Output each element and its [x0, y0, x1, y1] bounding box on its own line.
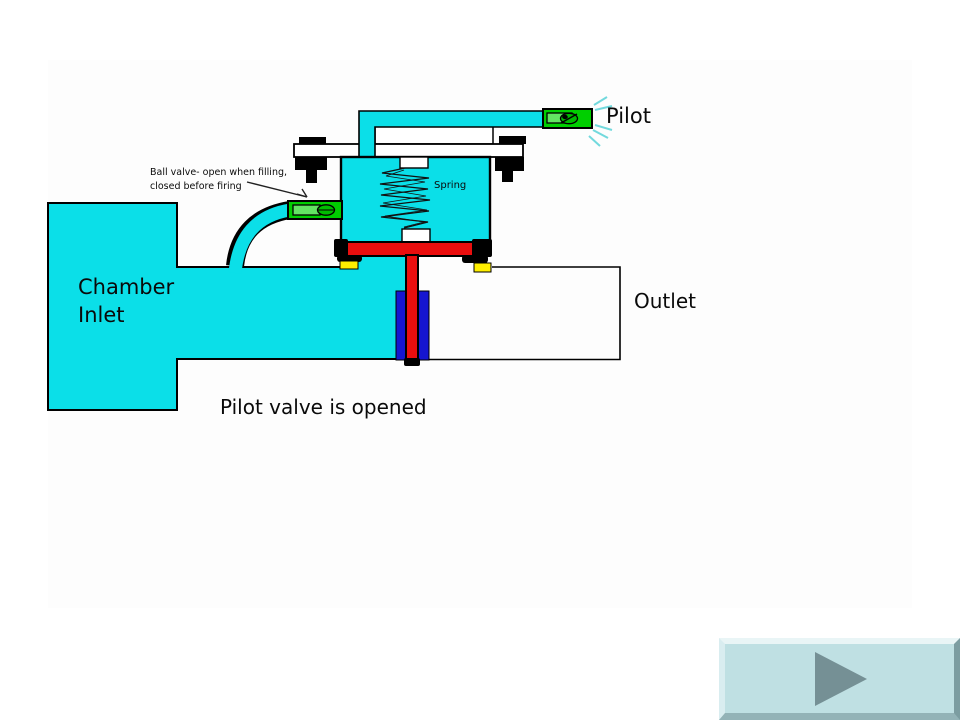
flange-bar	[293, 143, 524, 158]
seal-right	[473, 262, 492, 273]
ball-valve-note-line2: closed before firing	[150, 181, 242, 192]
next-slide-button[interactable]	[719, 638, 960, 720]
spring-top-plug	[399, 156, 429, 169]
spring-coil	[379, 167, 431, 229]
ball-valve-note-line1: Ball valve- open when filling,	[150, 167, 287, 178]
outlet-label: Outlet	[634, 289, 696, 313]
chamber-inlet-label-line1: Chamber	[78, 275, 175, 299]
bolt-right	[495, 136, 526, 182]
piston-stem	[405, 254, 419, 360]
fill-pipe	[226, 201, 292, 274]
chamber-inlet-label-line2: Inlet	[78, 303, 125, 327]
bolt-left	[295, 137, 327, 183]
play-icon	[815, 652, 867, 706]
pilot-label: Pilot	[606, 104, 651, 128]
piston-foot-left	[337, 255, 362, 262]
spring-label: Spring	[434, 180, 466, 191]
piston-cap-left	[334, 239, 348, 257]
valve-top-cap	[374, 125, 494, 145]
spring-bottom-plug	[401, 228, 431, 243]
seal-left	[339, 260, 359, 270]
outlet-pipe	[427, 266, 621, 361]
piston-foot-right	[462, 255, 488, 263]
pilot-valve	[542, 108, 593, 129]
piston-cap-right	[472, 239, 492, 257]
caption: Pilot valve is opened	[220, 395, 427, 419]
note-arrow-icon	[246, 181, 308, 198]
air-spray-icon	[588, 96, 613, 147]
ball-valve	[287, 200, 343, 220]
piston	[334, 239, 492, 273]
